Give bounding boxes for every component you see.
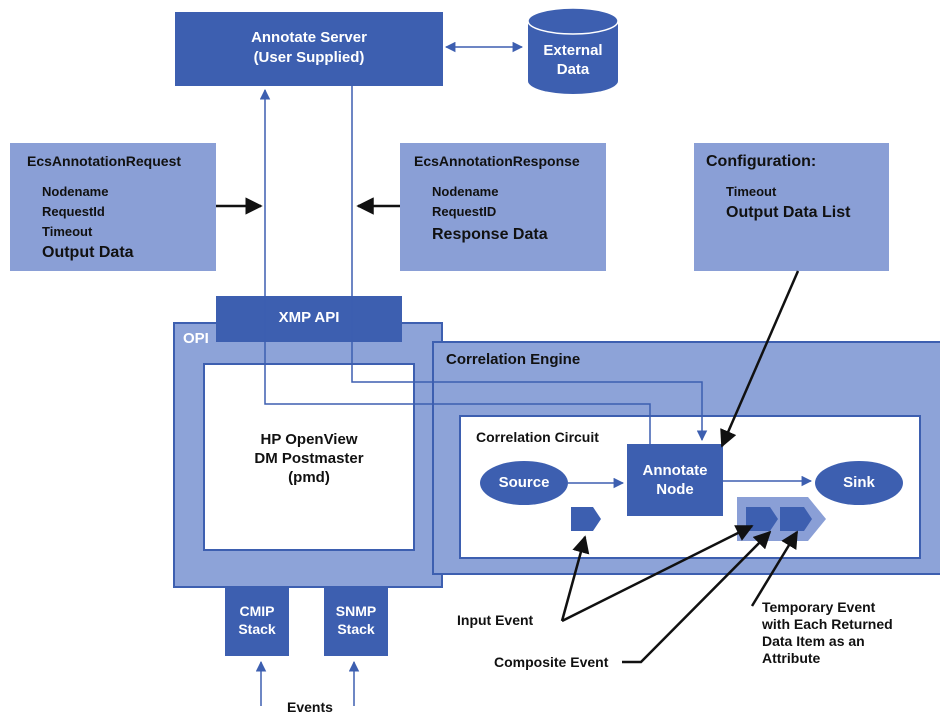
composite-event-label: Composite Event (494, 654, 609, 670)
request-item: Timeout (42, 224, 93, 239)
annotation-response-box: EcsAnnotationResponse Nodename RequestID… (400, 143, 606, 271)
cmip-label: CMIP (239, 603, 275, 619)
request-item: Nodename (42, 184, 109, 199)
request-emphasis: Output Data (42, 244, 134, 261)
source-label: Source (498, 474, 550, 491)
configuration-item: Timeout (726, 184, 777, 199)
cmip-label: Stack (238, 621, 276, 637)
annotate-node: Annotate Node (627, 444, 723, 516)
temporary-event-label: Data Item as an (762, 633, 865, 649)
annotate-node-label: Node (656, 481, 694, 498)
response-title: EcsAnnotationResponse (414, 153, 580, 169)
temporary-event-icon (746, 507, 778, 531)
request-title: EcsAnnotationRequest (27, 153, 182, 169)
annotate-server-sublabel: (User Supplied) (253, 49, 365, 66)
response-wire (351, 86, 708, 442)
sink-label: Sink (843, 474, 875, 491)
response-item: Nodename (432, 184, 499, 199)
snmp-label: SNMP (335, 603, 377, 619)
external-data-sublabel: Data (556, 61, 590, 78)
annotation-request-box: EcsAnnotationRequest Nodename RequestId … (10, 143, 216, 271)
snmp-stack: SNMP Stack (324, 586, 388, 656)
composite-event-pointer (622, 530, 772, 664)
input-event-label: Input Event (457, 612, 534, 628)
temporary-event-pointer (750, 530, 799, 607)
temporary-event-label: Temporary Event (762, 599, 876, 615)
external-data-cylinder-icon (527, 7, 619, 94)
input-event-icon (571, 507, 601, 531)
cmip-stack: CMIP Stack (225, 586, 289, 656)
configuration-arrow (720, 270, 800, 448)
configuration-emphasis: Output Data List (726, 204, 851, 221)
temporary-event-label: with Each Returned (762, 616, 893, 632)
input-event-pointer (560, 535, 590, 622)
opi-label: OPI (183, 330, 209, 347)
postmaster-box: HP OpenView DM Postmaster (pmd) (203, 363, 415, 551)
configuration-title: Configuration: (706, 153, 817, 170)
annotate-server-label: Annotate Server (251, 29, 367, 46)
configuration-box: Configuration: Timeout Output Data List (694, 143, 889, 271)
postmaster-label: (pmd) (288, 469, 330, 486)
response-item: RequestID (432, 204, 497, 219)
xmp-api-label: XMP API (278, 309, 340, 326)
temporary-event-icon (780, 507, 812, 531)
input-event-pointer (561, 524, 754, 623)
annotate-server-box: Annotate Server (User Supplied) (175, 12, 443, 86)
postmaster-label: DM Postmaster (254, 450, 364, 467)
annotate-node-label: Annotate (642, 462, 708, 479)
source-node: Source (480, 461, 568, 505)
sink-node: Sink (815, 461, 903, 505)
postmaster-label: HP OpenView (260, 431, 358, 448)
xmp-api-bar: XMP API (216, 296, 402, 342)
request-item: RequestId (42, 204, 105, 219)
snmp-label: Stack (337, 621, 375, 637)
correlation-circuit-label: Correlation Circuit (476, 429, 599, 445)
events-label: Events (287, 699, 333, 715)
response-emphasis: Response Data (432, 226, 548, 243)
request-wire (259, 88, 651, 444)
correlation-engine-label: Correlation Engine (446, 351, 581, 368)
external-data-label: External (543, 42, 603, 59)
temporary-event-label: Attribute (762, 650, 821, 666)
